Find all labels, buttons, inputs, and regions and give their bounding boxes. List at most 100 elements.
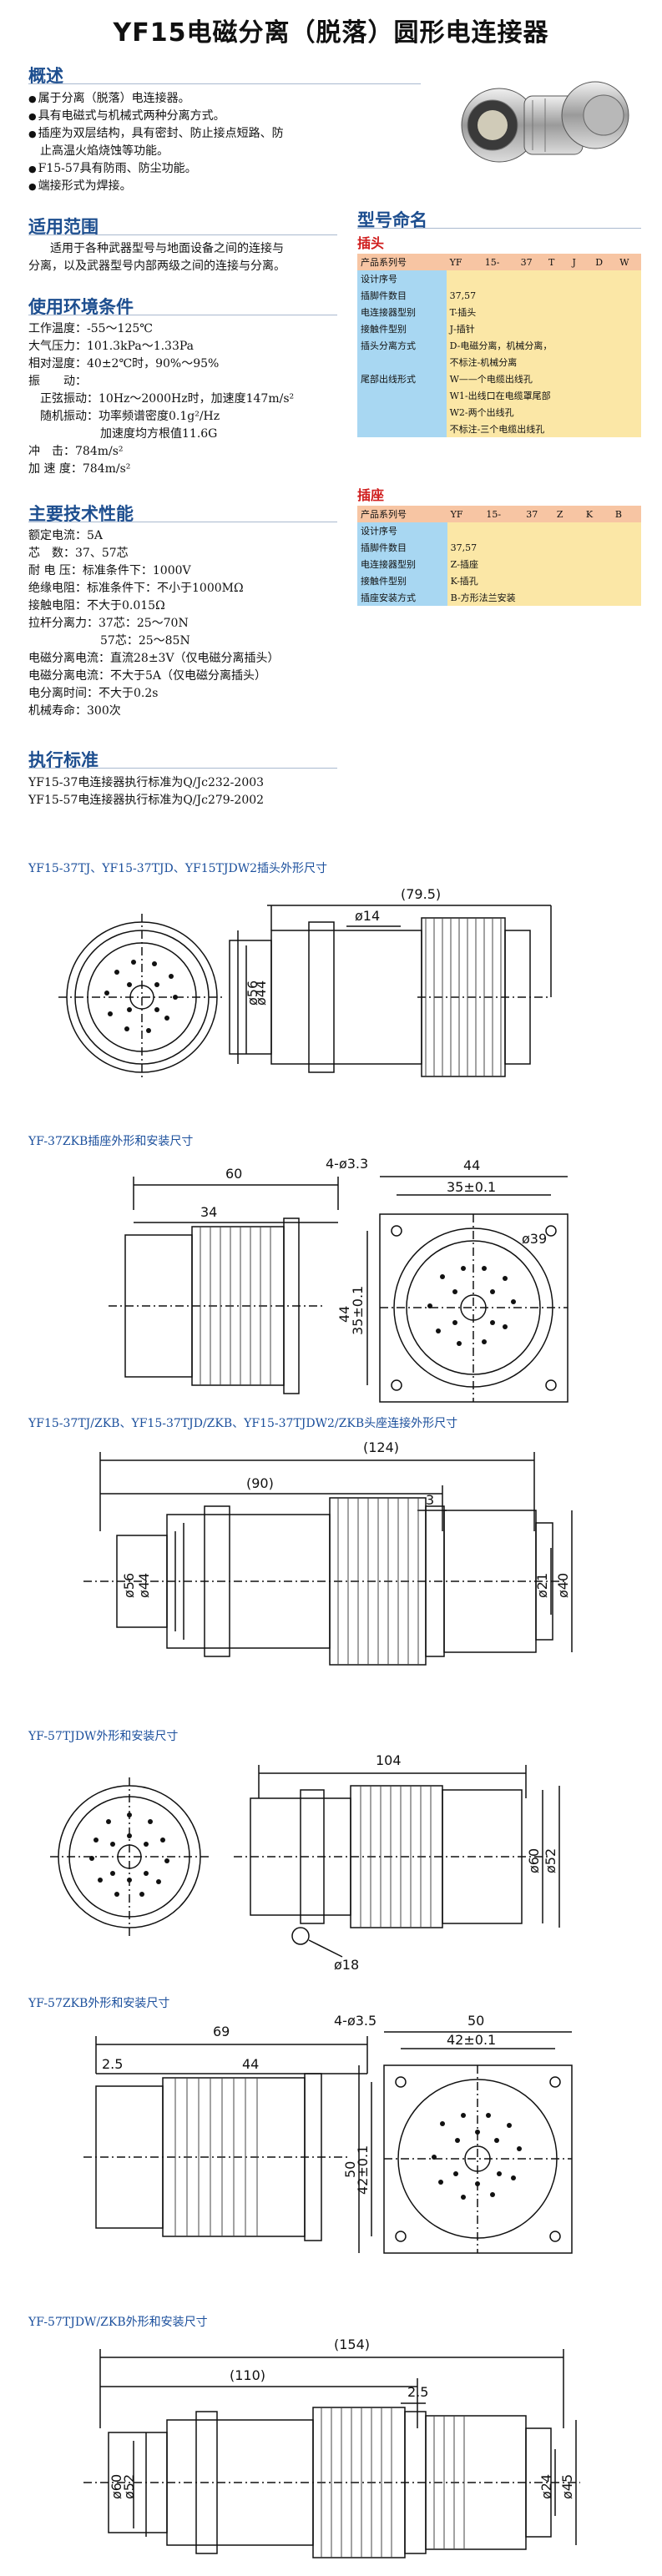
dim-label: 4-ø3.5 [334, 2013, 376, 2029]
dim-label: ø56 [245, 980, 260, 1006]
dim-label: 69 [213, 2024, 230, 2039]
dim-label: ø21 [534, 1573, 550, 1598]
dim-label: (110) [230, 2367, 265, 2383]
socket-header: 产品系列号 [357, 506, 447, 522]
standard-line: YF15-37电连接器执行标准为Q/Jc232-2003 [28, 776, 265, 789]
dim-label: 3 [426, 1492, 434, 1508]
plug-code: 15- [481, 254, 518, 270]
dim-label: ø44 [253, 980, 269, 1006]
overview-item: 具有电磁式与机械式两种分离方式。 [28, 108, 225, 125]
socket-row-val: B-方形法兰安装 [447, 589, 641, 606]
dim-label: 44 [463, 1157, 480, 1173]
plug-row-val: 不标注-机械分离 [446, 354, 641, 371]
dim-label: (90) [246, 1475, 274, 1491]
dim-label: ø60 [109, 2474, 124, 2499]
plug-row-key: 接触件型别 [357, 320, 447, 337]
socket-code: 37 [523, 506, 553, 522]
dim-label: ø52 [543, 1848, 558, 1873]
drawing-caption: YF-57TJDW外形和安装尺寸 [28, 1730, 179, 1743]
env-line: 正弦振动：10Hz～2000Hz时，加速度147m/s² [40, 392, 295, 406]
dim-label: 42±0.1 [447, 2032, 496, 2048]
dim-label: ø60 [526, 1848, 542, 1873]
standard-heading: 执行标准 [28, 750, 99, 770]
env-line: 振 动： [28, 375, 87, 388]
dim-label: ø40 [555, 1573, 571, 1598]
env-line: 冲 击：784m/s² [28, 445, 124, 458]
socket-row-key: 插脚件数目 [357, 539, 447, 556]
tech-line: 57芯：25～85N [100, 634, 190, 648]
tech-line: 电分离时间：不大于0.2s [28, 687, 159, 700]
plug-code: W [616, 254, 641, 270]
drawing-caption: YF-57TJDW/ZKB外形和安装尺寸 [28, 2316, 208, 2329]
dim-label: ø45 [559, 2474, 575, 2499]
naming-heading: 型号命名 [357, 210, 427, 230]
plug-row-val [446, 270, 641, 287]
page-title: YF15电磁分离（脱落）圆形电连接器 [113, 18, 549, 48]
drawing-mated-57: (154) (110) 2.5 ø60 ø52 ø24 ø45 [83, 2337, 580, 2558]
overview-item: 插座为双层结构，具有密封、防止接点短路、防 [28, 125, 284, 143]
dim-label: ø39 [522, 1231, 547, 1247]
plug-row-key: 插头分离方式 [357, 337, 447, 354]
dim-label: 44 [242, 2056, 259, 2072]
plug-row-key [357, 421, 447, 437]
plug-code: T [544, 254, 569, 270]
env-line: 工作温度：-55～125℃ [28, 322, 153, 335]
dim-label: 4-ø3.3 [326, 1156, 368, 1172]
plug-code: 37 [517, 254, 545, 270]
dim-label: ø56 [121, 1573, 137, 1598]
env-line: 相对湿度：40±2℃时，90%～95% [28, 357, 220, 371]
socket-row-key: 电连接器型别 [357, 556, 447, 572]
scope-text: 适用于各种武器型号与地面设备之间的连接与 [50, 242, 284, 255]
plug-row-key [357, 387, 447, 404]
env-line: 随机振动：功率频谱密度0.1g²/Hz [40, 410, 220, 423]
drawing-caption: YF15-37TJ/ZKB、YF15-37TJD/ZKB、YF15-37TJDW… [28, 1417, 458, 1430]
plug-row-val: W1-出线口在电缆罩尾部 [446, 387, 641, 404]
overview-item: 止高温火焰烧蚀等功能。 [40, 144, 169, 158]
plug-label: 插头 [357, 235, 385, 251]
drawing-plug-57: 104 ø60 ø52 ø18 [50, 1752, 560, 1973]
standard-line: YF15-57电连接器执行标准为Q/Jc279-2002 [28, 794, 265, 807]
scope-text: 分离，以及武器型号内部两级之间的连接与分离。 [28, 260, 286, 273]
dim-label: 35±0.1 [350, 1286, 366, 1335]
dim-label: 50 [467, 2013, 484, 2029]
dim-label: 42±0.1 [355, 2145, 371, 2195]
dim-label: ø14 [355, 908, 380, 924]
socket-code: YF [447, 506, 483, 522]
socket-label: 插座 [357, 487, 385, 503]
socket-code: 15- [483, 506, 523, 522]
dim-label: 50 [342, 2161, 358, 2178]
plug-code: YF [446, 254, 482, 270]
drawing-mated-37: (124) (90) 3 ø56 ø44 ø21 ø40 [83, 1439, 573, 1666]
plug-code: D [592, 254, 617, 270]
plug-row-key: 电连接器型别 [357, 304, 447, 320]
plug-row-key: 尾部出线形式 [357, 371, 447, 387]
plug-row-val: 37,57 [446, 287, 641, 304]
socket-row-val: K-插孔 [447, 572, 641, 589]
plug-row-key: 插脚件数目 [357, 287, 447, 304]
tech-line: 芯 数：37、57芯 [28, 547, 129, 560]
dim-label: 2.5 [102, 2056, 123, 2072]
overview-item: 属于分离（脱落）电连接器。 [28, 90, 190, 108]
dim-label: 44 [336, 1306, 352, 1323]
tech-line: 电磁分离电流：不大于5A（仅电磁分离插头） [28, 669, 267, 683]
drawing-caption: YF-37ZKB插座外形和安装尺寸 [28, 1135, 194, 1148]
drawing-caption: YF15-37TJ、YF15-37TJD、YF15TJDW2插头外形尺寸 [28, 862, 327, 875]
plug-row-key [357, 404, 447, 421]
scope-heading: 适用范围 [28, 217, 99, 237]
dim-label: 35±0.1 [447, 1179, 496, 1195]
overview-item: 端接形式为焊接。 [28, 178, 132, 195]
tech-line: 拉杆分离力：37芯：25～70N [28, 617, 189, 630]
socket-row-key: 接触件型别 [357, 572, 447, 589]
dim-label: 104 [376, 1752, 402, 1768]
plug-code: J [569, 254, 593, 270]
drawing-socket-57: 69 2.5 44 4-ø3.5 50 42±0.1 50 42±0.1 [83, 2013, 573, 2254]
dim-label: 60 [225, 1166, 242, 1182]
socket-row-val [447, 522, 641, 539]
socket-code: Z [553, 506, 583, 522]
tech-line: 绝缘电阻：标准条件下：不小于1000MΩ [28, 582, 244, 595]
tech-line: 额定电流：5A [28, 529, 104, 542]
dim-label: (154) [334, 2337, 370, 2352]
overview-heading: 概述 [28, 66, 63, 86]
env-line: 加 速 度：784m/s² [28, 462, 131, 476]
